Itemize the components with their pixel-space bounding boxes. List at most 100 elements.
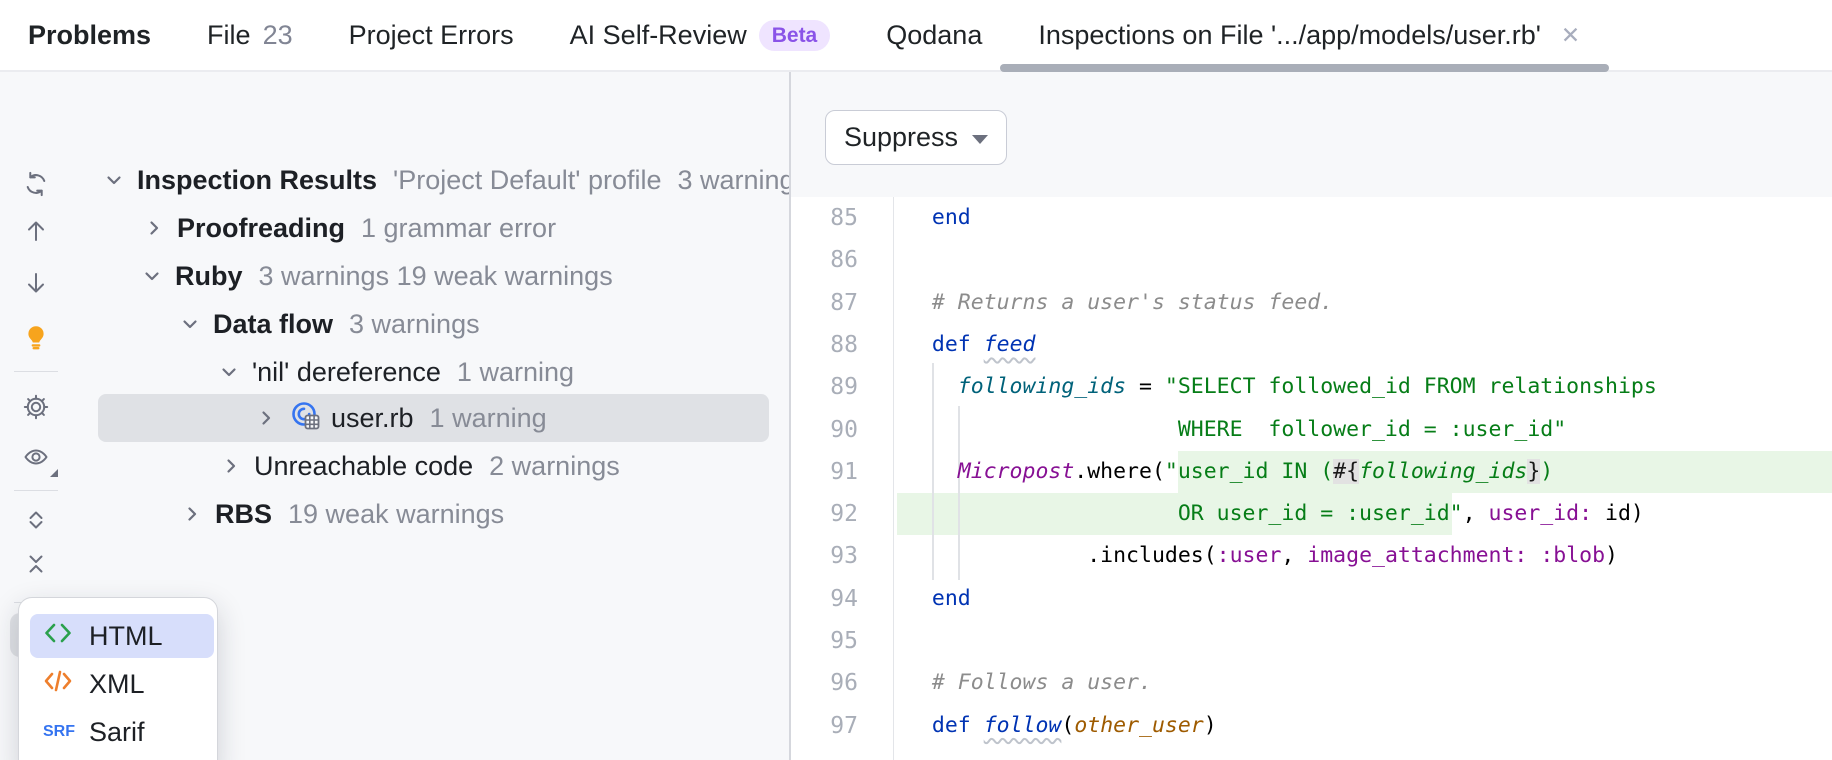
chevron-right-icon[interactable] [141, 215, 167, 241]
code-token: user_id: [1488, 501, 1593, 527]
previous-problem-button[interactable] [10, 211, 62, 255]
code-token: following_ids [957, 374, 1127, 400]
preview-source-button[interactable] [10, 437, 62, 481]
tree-row-rbs[interactable]: RBS 19 weak warnings [179, 490, 504, 538]
indent-guide [932, 363, 934, 580]
lightbulb-icon [22, 323, 50, 356]
gutter-separator [893, 197, 894, 760]
chevron-down-icon[interactable] [139, 263, 165, 289]
tree-count: 3 warnings 19 weak warnings [258, 260, 613, 291]
code-line: OR user_id = :user_id", user_id: id) [906, 493, 1644, 535]
code-token: .includes( [906, 543, 1217, 569]
tree-count: 1 grammar error [361, 212, 557, 243]
chevron-down-icon[interactable] [216, 359, 242, 385]
code-token [1527, 543, 1540, 568]
code-token: id) [1592, 501, 1644, 527]
tab-file-label: File [207, 19, 251, 50]
tree-count: 19 weak warnings [288, 498, 505, 529]
expand-all-icon [22, 506, 50, 539]
code-token: image_attachment: [1307, 543, 1528, 569]
collapse-all-button[interactable] [10, 544, 62, 588]
tab-project-errors[interactable]: Project Errors [348, 19, 514, 50]
line-number: 95 [830, 628, 858, 654]
tree-label: Proofreading [177, 212, 346, 243]
tree-label: user.rb [331, 402, 414, 433]
next-problem-button[interactable] [10, 263, 62, 307]
tree-row-data-flow[interactable]: Data flow 3 warnings [177, 300, 480, 348]
tree-label: 'nil' dereference [252, 356, 441, 387]
code-token: = [1126, 374, 1165, 400]
quick-fix-button[interactable] [10, 317, 62, 361]
tree-row-nil-dereference[interactable]: 'nil' dereference 1 warning [216, 348, 574, 396]
tree-row-inspection-results[interactable]: Inspection Results 'Project Default' pro… [101, 156, 789, 204]
rerun-inspection-button[interactable] [10, 164, 62, 208]
tree-row-proofreading[interactable]: Proofreading 1 grammar error [141, 204, 556, 252]
line-number: 88 [830, 331, 858, 358]
line-number: 93 [830, 543, 858, 570]
code-token: ) [1203, 712, 1217, 738]
code-token: def [931, 712, 971, 738]
line-number: 94 [830, 585, 858, 612]
chevron-down-icon[interactable] [101, 167, 127, 193]
tab-ai-self-review[interactable]: AI Self-Review Beta [569, 19, 831, 51]
tool-window-tab-bar: Problems File 23 Project Errors AI Self-… [0, 0, 1832, 72]
tab-ai-self-review-label: AI Self-Review [569, 19, 747, 50]
code-token: ( [1061, 712, 1075, 738]
chevron-right-icon[interactable] [218, 453, 244, 479]
eye-icon [22, 443, 50, 476]
code-token [906, 670, 932, 695]
tab-file[interactable]: File 23 [207, 20, 293, 51]
code-token: ) [1605, 543, 1618, 569]
tree-label: Ruby [175, 260, 243, 291]
close-icon[interactable]: ✕ [1560, 21, 1581, 48]
code-token: "user_id IN ( [1164, 458, 1334, 484]
code-token [906, 374, 958, 399]
tree-row-ruby[interactable]: Ruby 3 warnings 19 weak warnings [139, 252, 613, 300]
tab-qodana[interactable]: Qodana [886, 19, 983, 50]
code-token [906, 205, 932, 230]
code-token: follow [983, 712, 1062, 738]
tree-label: Inspection Results [137, 164, 378, 195]
code-token: end [931, 585, 971, 611]
code-line: end [906, 197, 971, 239]
code-token: end [931, 205, 971, 230]
chevron-right-icon[interactable] [179, 501, 205, 527]
dropdown-corner-icon [50, 469, 58, 477]
tree-count: 3 warnings [677, 164, 789, 195]
sarif-icon: SRF [43, 723, 75, 740]
suppress-button[interactable]: Suppress [825, 110, 1007, 165]
code-token: following_ids [1359, 458, 1528, 484]
chevron-right-icon[interactable] [253, 405, 279, 431]
code-token: .where( [1074, 458, 1165, 484]
injected-fragment-highlight [897, 493, 1452, 535]
code-token [906, 332, 932, 357]
tab-file-count-badge: 23 [262, 19, 293, 50]
tab-inspections-on-file[interactable]: Inspections on File '.../app/models/user… [1038, 20, 1580, 51]
menu-item-xml[interactable]: XML [30, 662, 214, 706]
inspection-settings-button[interactable] [10, 387, 62, 431]
gear-icon [22, 393, 50, 426]
arrow-up-icon [22, 217, 50, 250]
code-token: , [1462, 501, 1489, 527]
tree-row-user-rb[interactable]: user.rb 1 warning [253, 394, 547, 442]
code-token: #{ [1333, 458, 1360, 484]
menu-item-sarif[interactable]: SRF Sarif [30, 710, 214, 754]
code-token: :blob [1540, 543, 1606, 569]
menu-item-html[interactable]: HTML [30, 614, 214, 658]
tree-row-unreachable-code[interactable]: Unreachable code 2 warnings [218, 442, 620, 490]
panel-divider[interactable] [789, 72, 791, 760]
code-token: "SELECT followed_id FROM relationships [1164, 374, 1657, 400]
code-token: # Follows a user. [931, 670, 1152, 696]
code-token: , [1281, 543, 1308, 569]
code-token [906, 713, 932, 738]
expand-all-button[interactable] [10, 500, 62, 544]
line-number: 85 [830, 205, 858, 231]
tab-problems[interactable]: Problems [28, 19, 152, 50]
tree-label: RBS [215, 498, 273, 529]
tree-count: 1 warning [429, 402, 547, 433]
chevron-down-icon[interactable] [177, 311, 203, 337]
toolbar-separator [14, 490, 58, 491]
selected-tab-indicator[interactable] [1000, 64, 1609, 72]
code-line: following_ids = "SELECT followed_id FROM… [906, 366, 1657, 408]
